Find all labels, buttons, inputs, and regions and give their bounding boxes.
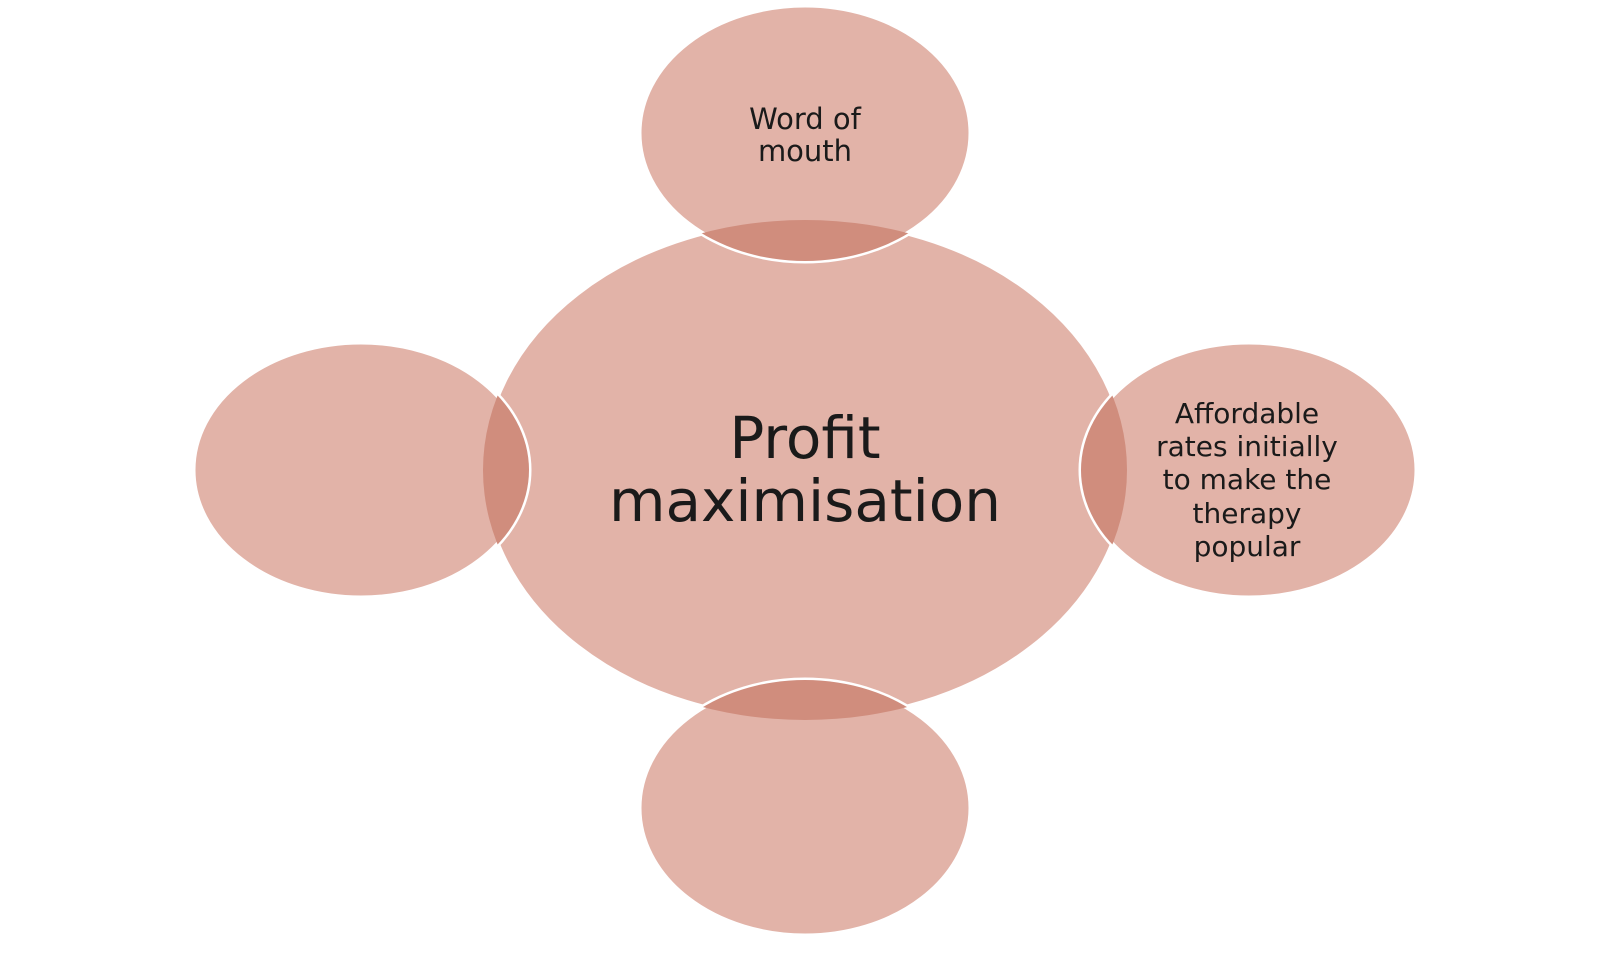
left-satellite-label: [230, 430, 490, 510]
bottom-satellite-label: [660, 790, 950, 870]
